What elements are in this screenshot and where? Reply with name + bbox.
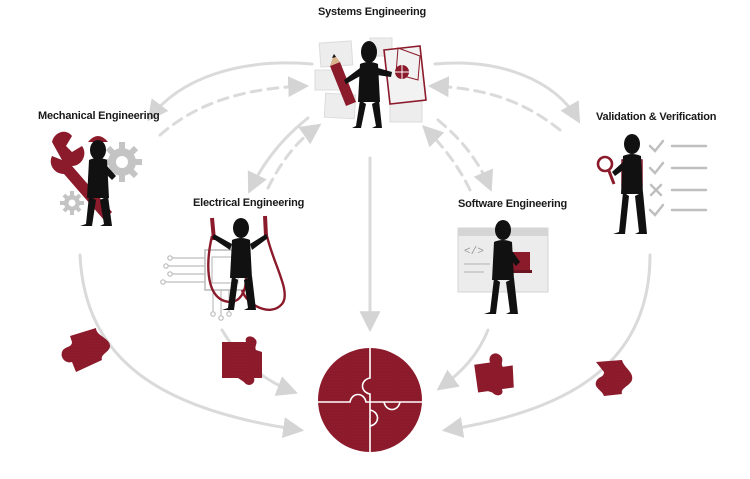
arrow-systems-to-mechanical bbox=[147, 61, 314, 122]
software-engineering-label: Software Engineering bbox=[458, 198, 568, 210]
validation-verification-label: Validation & Verification bbox=[596, 111, 717, 123]
arrow-mechanical-to-systems bbox=[158, 76, 310, 137]
code-glyph: </> bbox=[464, 246, 484, 258]
puzzle-piece-validation bbox=[595, 360, 633, 396]
arrow-systems-to-electrical bbox=[247, 116, 310, 194]
arrow-systems-to-validation bbox=[433, 61, 581, 124]
mechanical-engineer-figure bbox=[80, 136, 116, 226]
arrow-mechanical-to-puzzle bbox=[78, 253, 305, 439]
validation-verification-node bbox=[596, 134, 708, 234]
mechanical-engineering-label: Mechanical Engineering bbox=[38, 110, 160, 122]
arrow-software-to-puzzle bbox=[436, 328, 490, 391]
arrow-electrical-to-systems bbox=[266, 123, 322, 190]
magnifier-icon bbox=[596, 155, 616, 185]
puzzle-piece-mechanical bbox=[61, 328, 110, 372]
software-engineer-figure bbox=[484, 220, 520, 314]
systems-engineering-label: Systems Engineering bbox=[318, 6, 427, 18]
blueprint-icon bbox=[383, 45, 427, 105]
systems-engineer-figure bbox=[344, 41, 392, 128]
puzzle-piece-electrical bbox=[222, 336, 262, 385]
arrow-validation-to-puzzle bbox=[441, 253, 652, 438]
electrical-engineer-figure bbox=[212, 218, 268, 310]
checklist-icon bbox=[648, 139, 708, 217]
arrows bbox=[78, 61, 652, 439]
validation-engineer-figure bbox=[612, 134, 647, 234]
small-gear-icon bbox=[60, 191, 84, 215]
pencil-icon bbox=[330, 54, 356, 106]
electrical-engineering-node bbox=[160, 215, 286, 321]
arrow-software-to-systems bbox=[422, 125, 472, 192]
systems-engineering-node bbox=[314, 37, 427, 128]
puzzle-piece-software bbox=[474, 353, 514, 396]
circuit-board-icon bbox=[160, 249, 246, 321]
integration-puzzle-icon bbox=[318, 348, 422, 452]
arrow-validation-to-systems bbox=[427, 76, 562, 132]
electrical-engineering-label: Electrical Engineering bbox=[193, 197, 305, 209]
software-engineering-node: </> bbox=[457, 220, 549, 314]
arrow-systems-to-software bbox=[436, 118, 494, 192]
gear-icon bbox=[102, 142, 142, 182]
mechanical-engineering-node bbox=[50, 131, 142, 226]
